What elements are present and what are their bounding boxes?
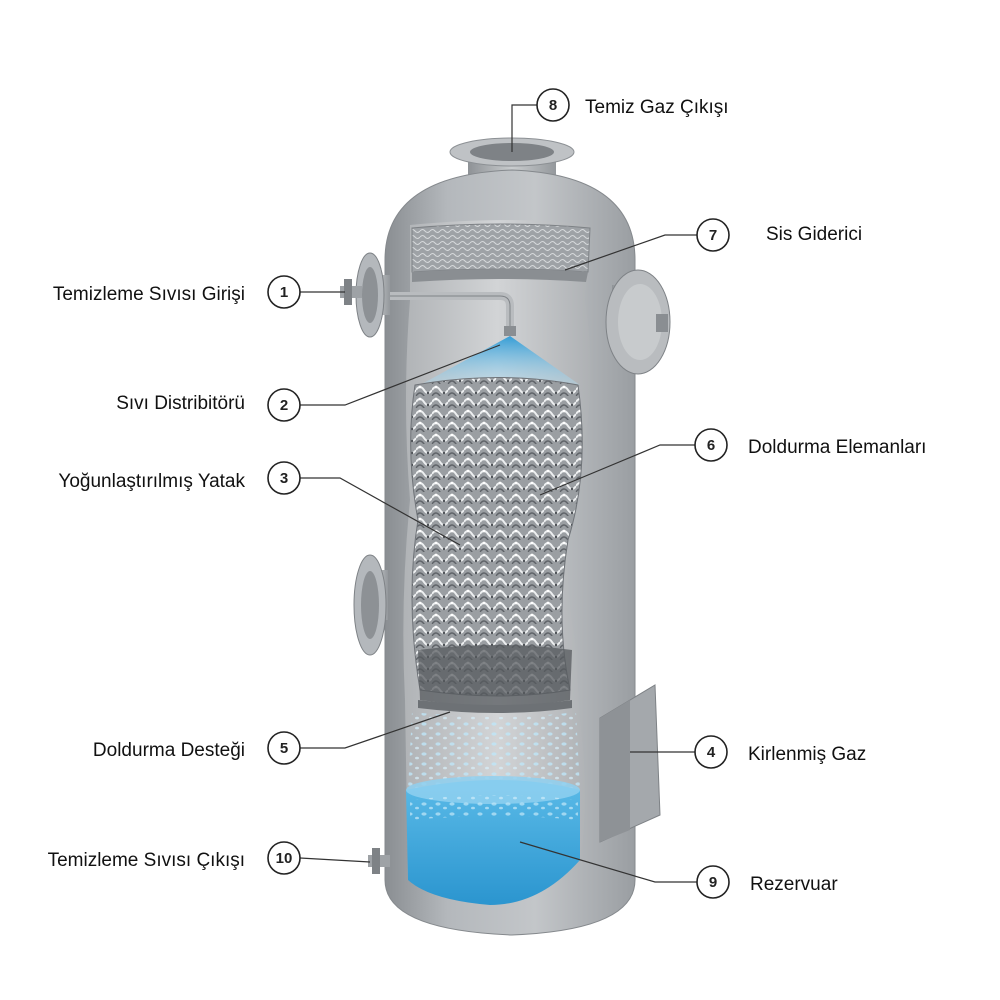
callout-circle [694, 428, 728, 462]
callout-4: 4 Kirlenmiş Gaz [694, 735, 866, 769]
leader-line-8 [511, 104, 537, 152]
callout-label: Sis Giderici [766, 224, 862, 245]
callout-label: Temiz Gaz Çıkışı [585, 97, 729, 118]
reservoir-liquid [406, 776, 580, 905]
callout-1: 1 Temizleme Sıvısı Girişi [53, 275, 301, 309]
liquid-distributor [380, 292, 516, 336]
callout-circle [536, 88, 570, 122]
callout-label: Sıvı Distribitörü [116, 393, 245, 414]
callout-8: 8 Temiz Gaz Çıkışı [536, 88, 729, 122]
leader-line-3 [300, 477, 461, 546]
packing-support [418, 700, 572, 713]
side-flange-middle-left [353, 554, 388, 656]
callout-2: 2 Sıvı Distribitörü [116, 388, 301, 422]
callout-circle [267, 461, 301, 495]
leader-line-5 [300, 711, 451, 749]
dripping-zone [408, 712, 580, 790]
callout-label: Kirlenmiş Gaz [748, 744, 866, 765]
mist-eliminator [411, 223, 591, 282]
callout-7: 7 Sis Giderici [696, 218, 862, 252]
leader-lines [299, 104, 697, 883]
leader-line-2 [300, 344, 501, 406]
callout-9: 9 Rezervuar [696, 865, 838, 899]
leader-line-7 [564, 234, 697, 271]
leader-line-9 [519, 841, 697, 883]
callout-number: 10 [276, 850, 293, 867]
callout-label: Yoğunlaştırılmış Yatak [58, 471, 245, 492]
callout-circle [267, 841, 301, 875]
callout-circle [267, 388, 301, 422]
callout-label: Rezervuar [750, 874, 838, 895]
callout-circle [267, 275, 301, 309]
inlet-valve-left [340, 279, 362, 305]
callout-number: 8 [549, 97, 557, 114]
callout-label: Temizleme Sıvısı Girişi [53, 284, 245, 305]
leader-line-6 [539, 444, 695, 496]
callout-circle [694, 735, 728, 769]
callout-number: 4 [707, 744, 716, 761]
dirty-gas-inlet-duct [599, 684, 661, 843]
callout-label: Doldurma Elemanları [748, 437, 926, 458]
callout-number: 7 [709, 227, 717, 244]
callout-circle [696, 218, 730, 252]
callout-number: 1 [280, 284, 288, 301]
packing-bed [410, 377, 583, 706]
inlet-flange-upper-left [355, 252, 390, 338]
callout-number: 3 [280, 470, 288, 487]
callout-6: 6 Doldurma Elemanları [694, 428, 926, 462]
leader-line-10 [299, 857, 371, 863]
callout-circle [267, 731, 301, 765]
callout-10: 10 Temizleme Sıvısı Çıkışı [48, 841, 301, 875]
callout-circle [696, 865, 730, 899]
liquid-spray [420, 336, 580, 385]
callout-number: 6 [707, 437, 715, 454]
inspection-port-right [605, 269, 671, 375]
callout-3: 3 Yoğunlaştırılmış Yatak [58, 461, 301, 495]
callout-5: 5 Doldurma Desteği [93, 731, 301, 765]
outlet-valve-bottom-left [368, 848, 390, 874]
callout-number: 2 [280, 397, 288, 414]
callout-label: Doldurma Desteği [93, 740, 245, 761]
callout-label: Temizleme Sıvısı Çıkışı [48, 850, 245, 871]
callout-number: 9 [709, 874, 717, 891]
callout-number: 5 [280, 740, 288, 757]
